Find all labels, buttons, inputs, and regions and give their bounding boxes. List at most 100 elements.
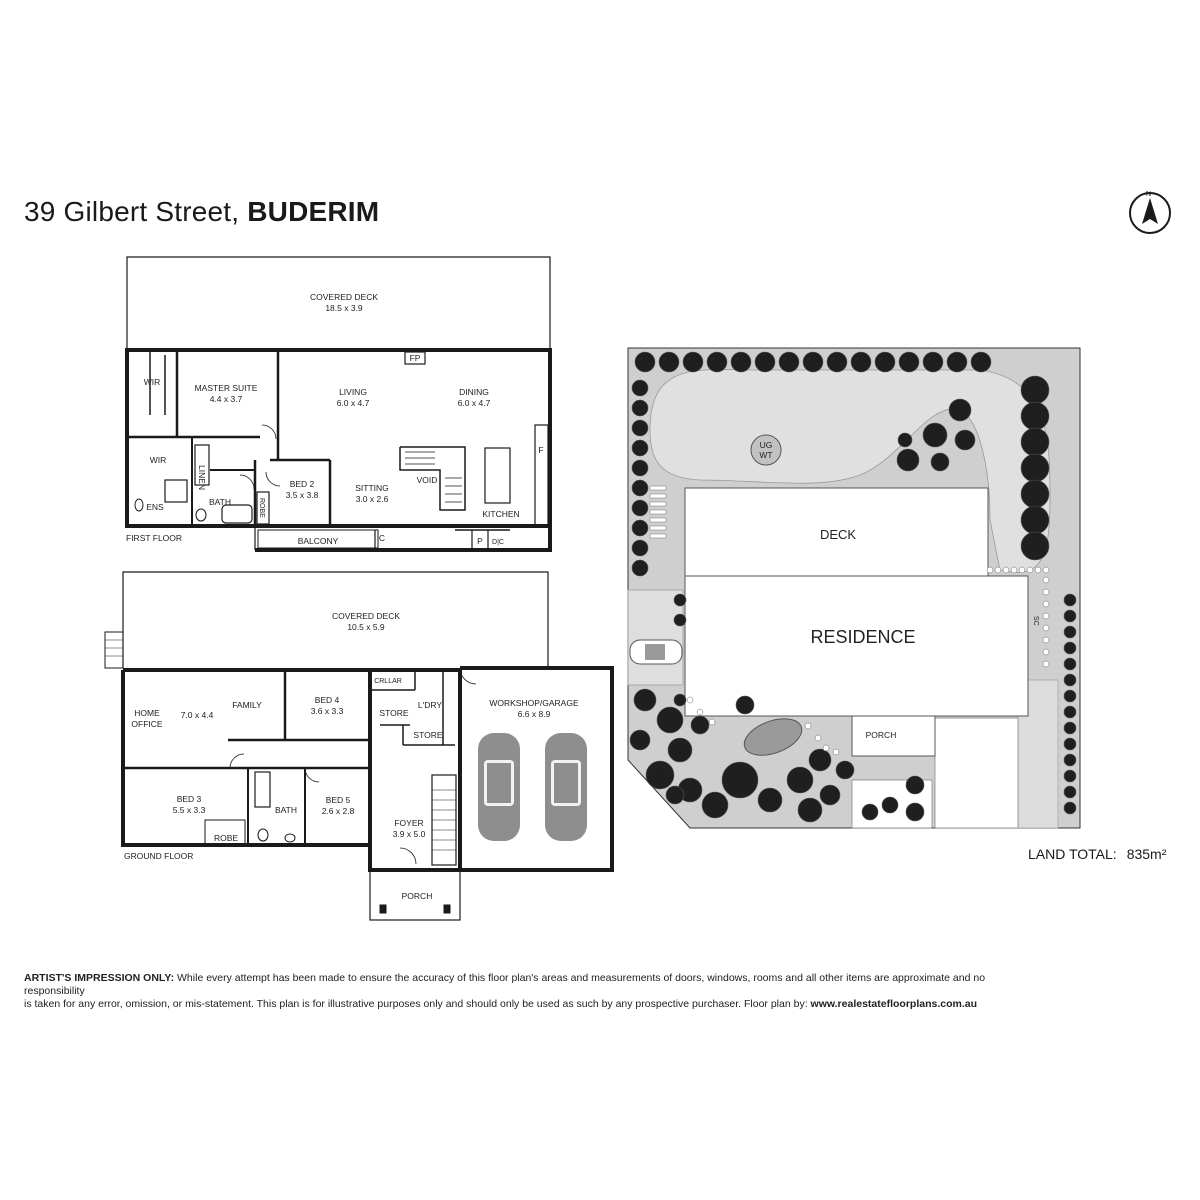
tree-icon (706, 351, 728, 373)
bed2-size: 3.5 x 3.8 (286, 490, 319, 500)
bed4-label: BED 4 (315, 695, 340, 705)
tree-icon (631, 459, 649, 477)
foyer-label: FOYER (394, 818, 423, 828)
tree-icon (1063, 673, 1077, 687)
ff-covered-deck-label: COVERED DECK (310, 292, 378, 302)
family-label: FAMILY (232, 700, 262, 710)
tree-icon (1020, 531, 1050, 561)
tree-icon (1063, 641, 1077, 655)
tree-icon (1063, 593, 1077, 607)
tree-icon (1063, 689, 1077, 703)
ground-floor-label: GROUND FLOOR (124, 851, 193, 861)
tree-icon (656, 706, 684, 734)
tree-icon (631, 499, 649, 517)
foyer-size: 3.9 x 5.0 (393, 829, 426, 839)
gf-store1-label: STORE (379, 708, 408, 718)
tree-icon (881, 796, 899, 814)
tree-icon (631, 379, 649, 397)
wt-label: WT (759, 450, 772, 460)
site-deck-label: DECK (820, 527, 856, 542)
cupboard-label: C (379, 533, 385, 543)
stepping-stone-icon (994, 566, 1002, 574)
first-floor-plan (125, 256, 552, 552)
fireplace-label: FP (410, 353, 421, 363)
pond-icon (743, 718, 803, 756)
cellar-label: CRLLAR (374, 678, 402, 685)
tree-icon (682, 351, 704, 373)
stepping-stone-icon (1034, 566, 1042, 574)
tree-icon (633, 688, 657, 712)
tree-icon (922, 351, 944, 373)
stepping-stone-icon (832, 748, 840, 756)
stepping-stone-icon (1002, 566, 1010, 574)
tree-icon (735, 695, 755, 715)
stepping-stone-icon (804, 722, 812, 730)
tree-icon (667, 737, 693, 763)
disclaimer-url[interactable]: www.realestatefloorplans.com.au (810, 998, 978, 1010)
ff-wir-label: WIR (150, 455, 167, 465)
ff-wir-top-label: WIR (144, 377, 161, 387)
tree-icon (690, 715, 710, 735)
north-arrow-icon: N (1129, 191, 1171, 234)
tree-icon (658, 351, 680, 373)
tree-icon (665, 785, 685, 805)
stepping-stone-icon (1042, 600, 1050, 608)
sc-label: SC (1032, 616, 1039, 626)
tree-icon (1063, 721, 1077, 735)
tree-icon (797, 797, 823, 823)
stepping-stone-icon (696, 708, 704, 716)
site-residence-label: RESIDENCE (810, 627, 915, 647)
linen-label: LINEN (197, 465, 207, 490)
master-suite-size: 4.4 x 3.7 (210, 394, 243, 404)
ug-label: UG (760, 440, 773, 450)
stepping-stone-icon (986, 566, 994, 574)
dishwasher-label: D|C (492, 539, 504, 546)
tree-icon (1063, 769, 1077, 783)
tree-icon (1063, 801, 1077, 815)
tree-icon (629, 729, 651, 751)
tree-icon (861, 803, 879, 821)
home-office-label-1: HOME (134, 708, 160, 718)
bed2-label: BED 2 (290, 479, 315, 489)
stepping-stone-icon (814, 734, 822, 742)
tree-icon (1063, 753, 1077, 767)
tree-icon (948, 398, 972, 422)
tree-icon (1063, 609, 1077, 623)
stepping-stone-icon (1042, 624, 1050, 632)
living-label: LIVING (339, 387, 367, 397)
site-plan (627, 347, 1081, 829)
garage-size: 6.6 x 8.9 (518, 709, 551, 719)
tree-icon (631, 539, 649, 557)
tree-icon (898, 351, 920, 373)
tree-icon (730, 351, 752, 373)
tree-icon (673, 613, 687, 627)
water-tank-icon (750, 434, 782, 466)
land-total-value: 835m² (1126, 846, 1167, 862)
dining-size: 6.0 x 4.7 (458, 398, 491, 408)
living-size: 6.0 x 4.7 (337, 398, 370, 408)
tree-icon (778, 351, 800, 373)
garage-cars (478, 733, 587, 841)
car-icon (629, 639, 683, 665)
tree-icon (802, 351, 824, 373)
tree-icon (631, 439, 649, 457)
tree-icon (757, 787, 783, 813)
tree-icon (896, 448, 920, 472)
tree-icon (631, 419, 649, 437)
tree-icon (954, 429, 976, 451)
stepping-stone-icon (1042, 636, 1050, 644)
bed3-size: 5.5 x 3.3 (173, 805, 206, 815)
stepping-stone-icon (1026, 566, 1034, 574)
bed5-label: BED 5 (326, 795, 351, 805)
stepping-stone-icon (1042, 566, 1050, 574)
ff-robe-label: ROBE (258, 498, 265, 518)
tree-icon (808, 748, 832, 772)
stepping-stone-icon (822, 744, 830, 752)
void-label: VOID (417, 475, 438, 485)
ff-bath-label: BATH (209, 497, 231, 507)
tree-icon (905, 775, 925, 795)
disclaimer-line2: is taken for any error, omission, or mis… (24, 998, 811, 1010)
stepping-stone-icon (1042, 588, 1050, 596)
